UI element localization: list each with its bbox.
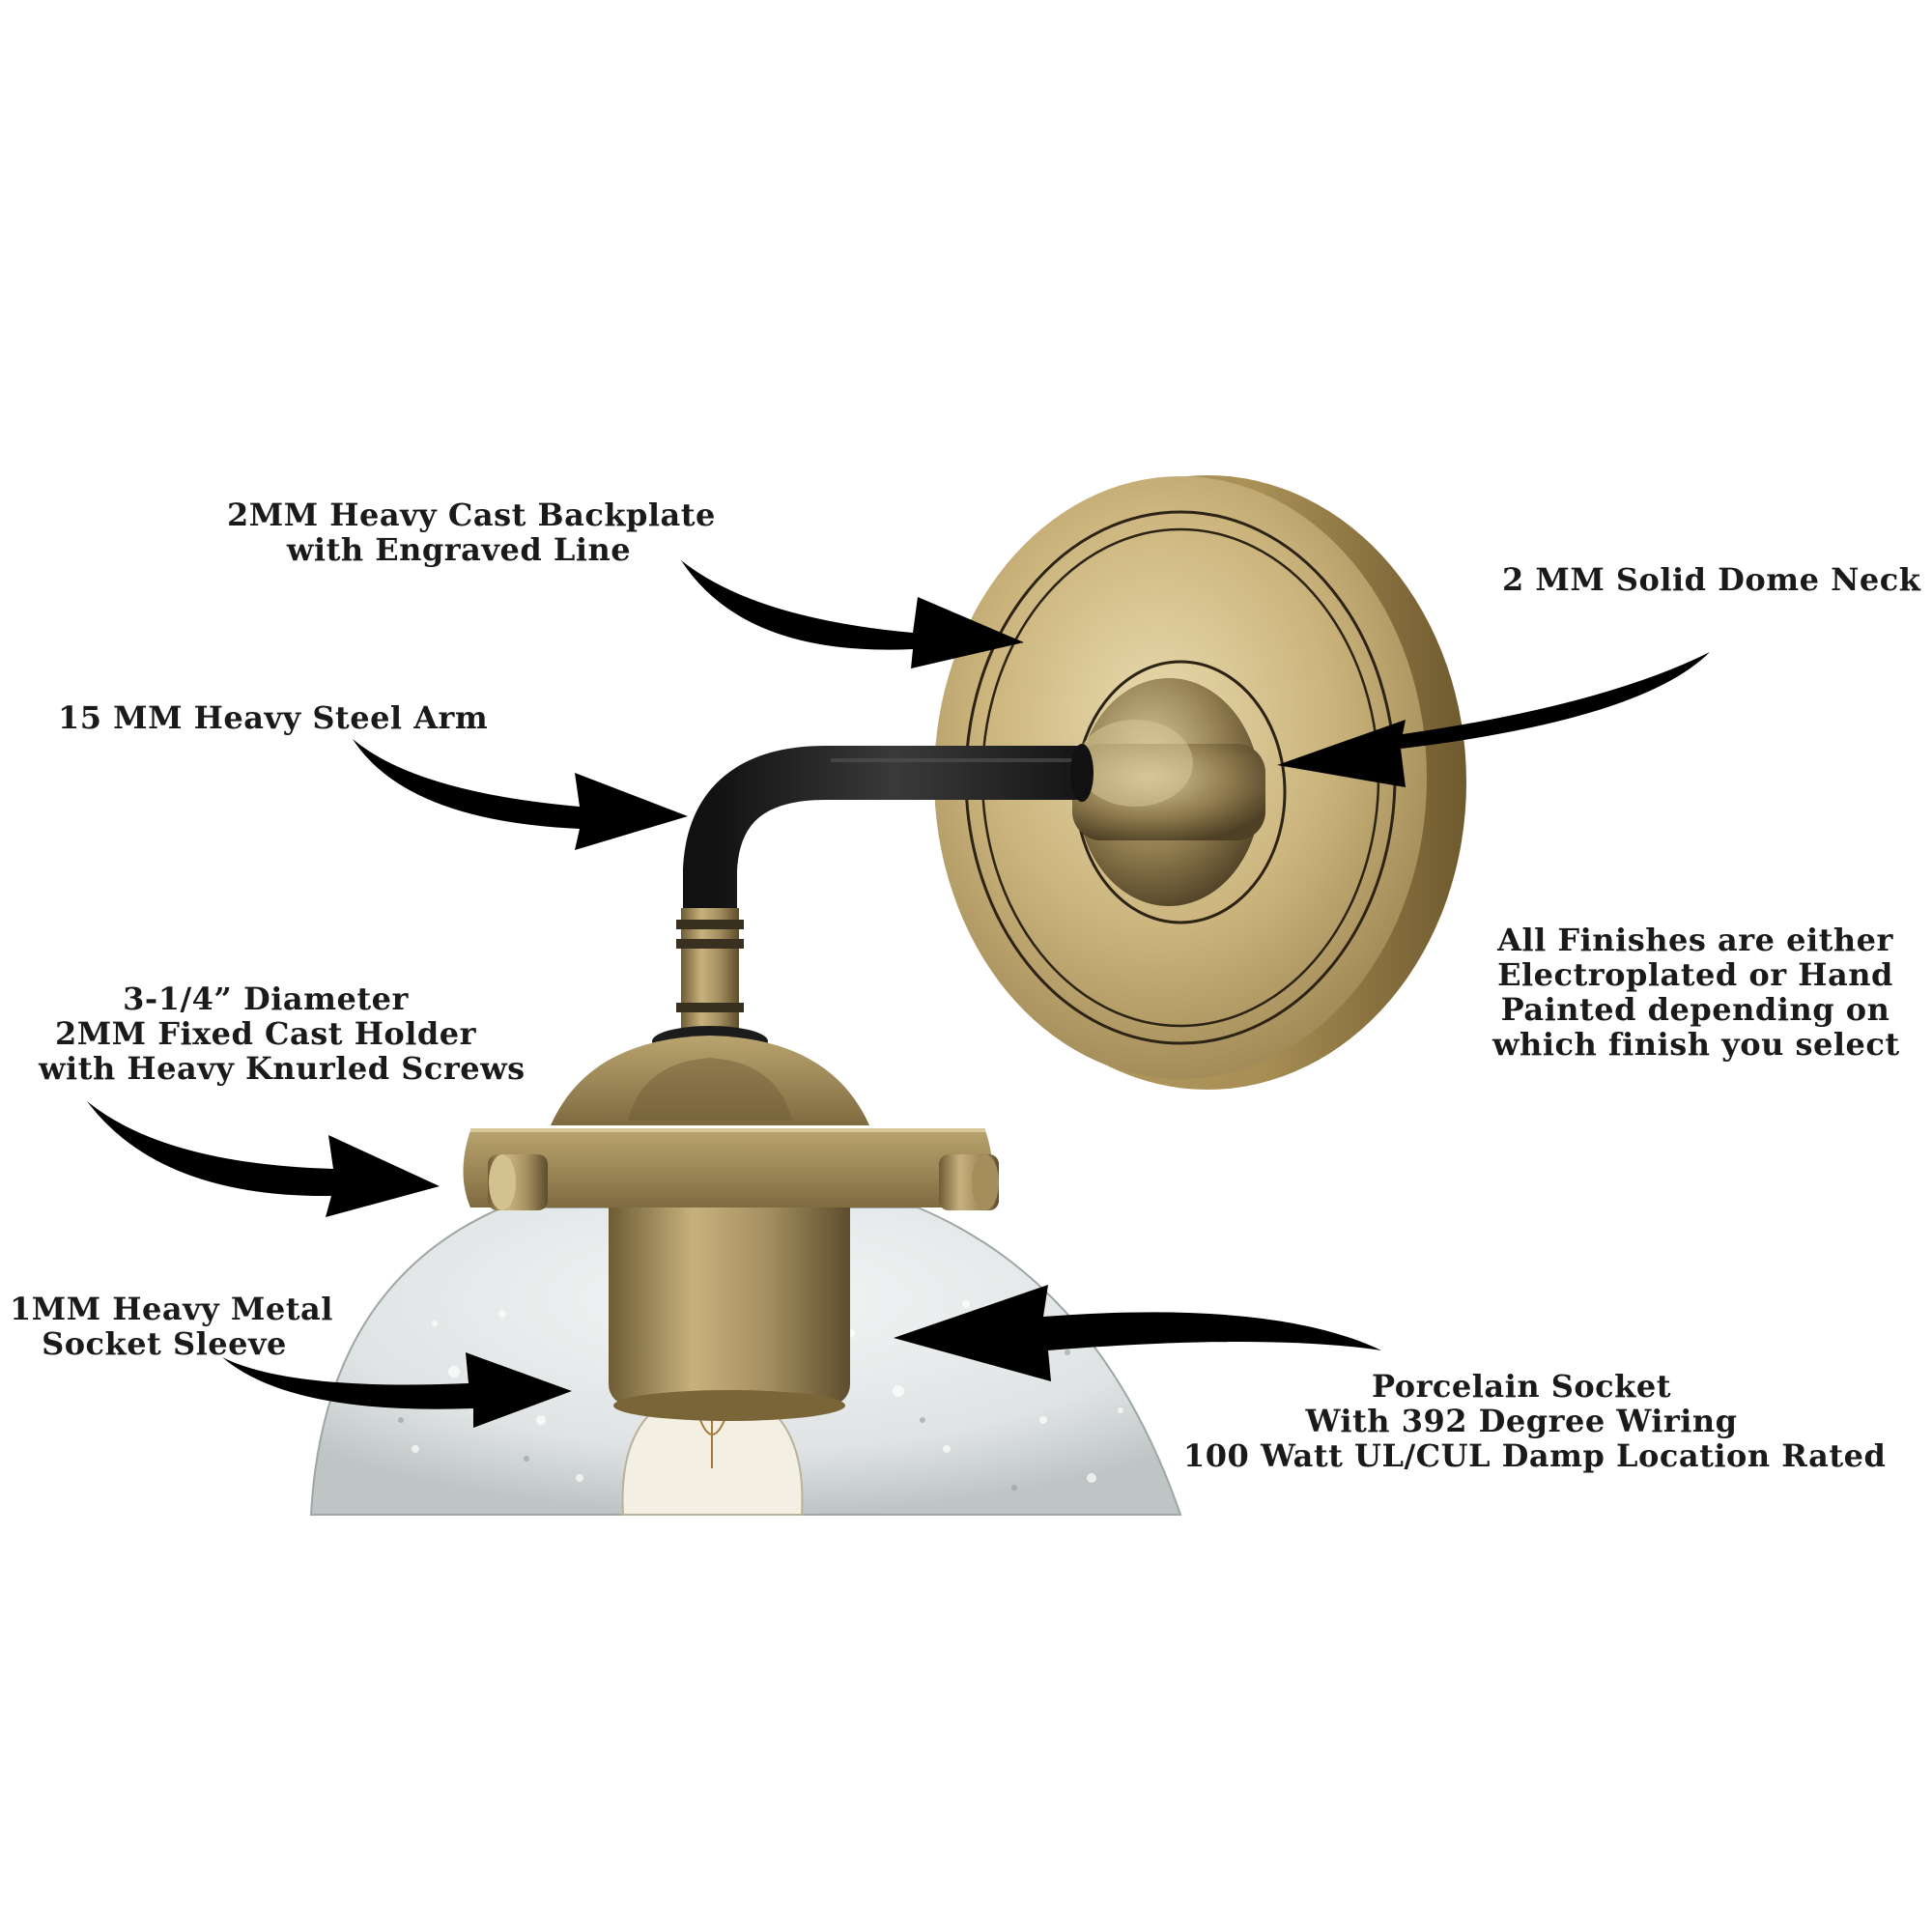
callout-sleeve: 1MM Heavy Metal Socket Sleeve	[10, 1291, 333, 1362]
callout-holder: 3-1/4” Diameter 2MM Fixed Cast Holder wi…	[39, 980, 526, 1087]
dome-neck	[1072, 678, 1265, 906]
finishes-line-3: Painted depending on	[1500, 991, 1890, 1028]
finishes-line-2: Electroplated or Hand	[1497, 956, 1893, 993]
finishes-line-1: All Finishes are either	[1497, 922, 1893, 958]
holder-line-3: with Heavy Knurled Screws	[39, 1050, 526, 1087]
finishes-line-4: which finish you select	[1492, 1026, 1900, 1063]
arm-arrow	[353, 739, 688, 850]
sleeve-arrow	[222, 1352, 572, 1428]
socket-line-2: With 392 Degree Wiring	[1305, 1403, 1738, 1439]
callout-backplate: 2MM Heavy Cast Backplate with Engraved L…	[227, 497, 716, 568]
socket-arrow	[894, 1285, 1381, 1381]
knurled-screw-right	[939, 1154, 999, 1210]
brass-stem	[652, 908, 768, 1057]
holder-arrow	[87, 1101, 440, 1217]
sleeve-line-2: Socket Sleeve	[42, 1325, 287, 1362]
holder-line-1: 3-1/4” Diameter	[123, 980, 409, 1017]
holder-line-2: 2MM Fixed Cast Holder	[54, 1015, 477, 1052]
dome-neck-arrow	[1277, 652, 1710, 787]
sleeve-line-1: 1MM Heavy Metal	[10, 1291, 333, 1327]
arm-line-1: 15 MM Heavy Steel Arm	[58, 699, 489, 736]
callout-finishes: All Finishes are either Electroplated or…	[1492, 922, 1900, 1063]
steel-arm	[683, 744, 1094, 913]
callout-socket: Porcelain Socket With 392 Degree Wiring …	[1183, 1368, 1887, 1474]
backplate-line-1: 2MM Heavy Cast Backplate	[227, 497, 716, 533]
backplate-line-2: with Engraved Line	[286, 531, 632, 568]
socket-line-3: 100 Watt UL/CUL Damp Location Rated	[1183, 1437, 1887, 1474]
socket-line-1: Porcelain Socket	[1372, 1368, 1671, 1405]
knurled-screw-left	[488, 1154, 548, 1210]
callout-arm: 15 MM Heavy Steel Arm	[58, 700, 488, 735]
dome-neck-line-1: 2 MM Solid Dome Neck	[1502, 561, 1921, 598]
backplate-arrow	[681, 560, 1024, 668]
fitter-cap	[551, 1036, 869, 1125]
callout-dome-neck: 2 MM Solid Dome Neck	[1502, 562, 1920, 597]
fixed-cast-holder	[463, 1128, 999, 1210]
